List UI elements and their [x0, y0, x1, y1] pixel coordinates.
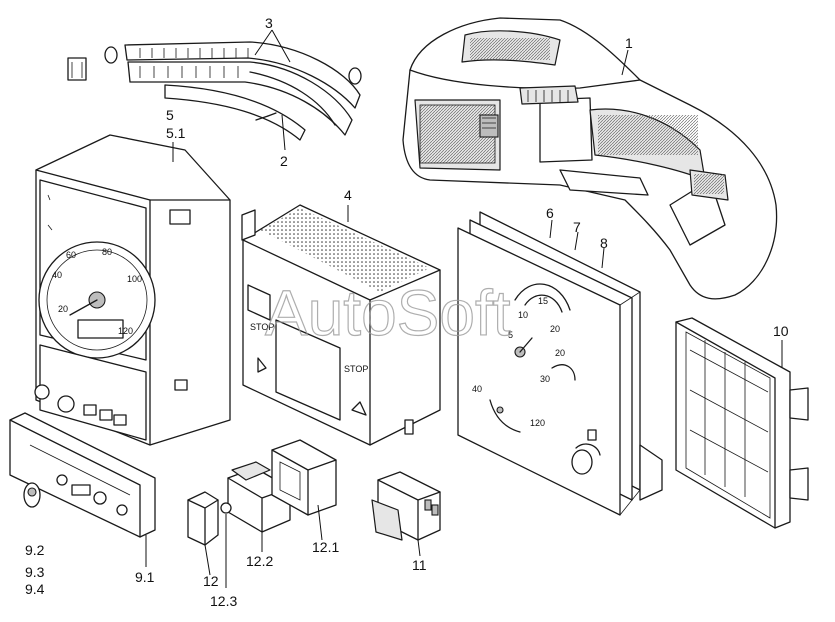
gauge-a-15: 15	[538, 296, 548, 306]
gauge-a-20: 20	[550, 324, 560, 334]
part-5-tachograph: 20 40 60 80 100 120	[34, 134, 231, 446]
speedo-tick-60: 60	[66, 250, 76, 260]
part-12-1-switch-frame	[271, 439, 337, 516]
label-6: 6	[546, 205, 554, 221]
speedo-tick-100: 100	[127, 274, 142, 284]
label-5: 5	[166, 107, 174, 123]
label-1: 1	[625, 35, 633, 51]
label-12-3: 12.3	[210, 593, 237, 609]
stop-label-2: STOP	[344, 364, 368, 374]
part-labels: 1 3 2 4 5 5.1 6 7 8 10 11 12.1 12.2 12 1…	[25, 15, 789, 609]
label-9-3: 9.3	[25, 564, 45, 580]
gauge-b-30: 30	[540, 374, 550, 384]
gauge-a-5: 5	[508, 330, 513, 340]
part-12-3-lamp	[220, 502, 232, 514]
speedo-tick-120: 120	[118, 326, 133, 336]
part-4-warning-panel: STOP STOP	[241, 204, 441, 446]
label-12: 12	[203, 573, 219, 589]
label-10: 10	[773, 323, 789, 339]
small-cap-right	[348, 67, 362, 85]
label-9-2: 9.2	[25, 542, 45, 558]
gauge-c-120: 120	[530, 418, 545, 428]
stop-label-1: STOP	[250, 322, 274, 332]
label-2: 2	[280, 153, 288, 169]
label-5-1: 5.1	[166, 125, 186, 141]
part-1-panel-housing	[402, 17, 778, 300]
gauge-c-40: 40	[472, 384, 482, 394]
label-3: 3	[265, 15, 273, 31]
small-cap-left	[104, 46, 118, 64]
small-block	[67, 57, 87, 81]
label-11: 11	[412, 557, 427, 573]
watermark: AutoSoft	[265, 277, 511, 349]
label-12-2: 12.2	[246, 553, 273, 569]
part-11-rocker-switch	[371, 471, 441, 541]
label-4: 4	[344, 187, 352, 203]
label-9-4: 9.4	[25, 581, 45, 597]
speedo-tick-80: 80	[102, 247, 112, 257]
label-12-1: 12.1	[312, 539, 339, 555]
label-7: 7	[573, 219, 581, 235]
speedo-tick-40: 40	[52, 270, 62, 280]
part-6-7-8-gauge-panel: 5 10 15 20 20 30 40 120	[457, 211, 663, 516]
label-9-1: 9.1	[135, 569, 155, 585]
part-10-grille	[675, 317, 809, 529]
part-12-switch-cap	[187, 491, 219, 546]
label-8: 8	[600, 235, 608, 251]
gauge-b-20: 20	[555, 348, 565, 358]
part-9-1-switch-panel	[9, 412, 156, 538]
gauge-a-10: 10	[518, 310, 528, 320]
part-3-indicator-strip	[67, 41, 362, 141]
leader-lines	[145, 29, 783, 588]
speedo-tick-20: 20	[58, 304, 68, 314]
